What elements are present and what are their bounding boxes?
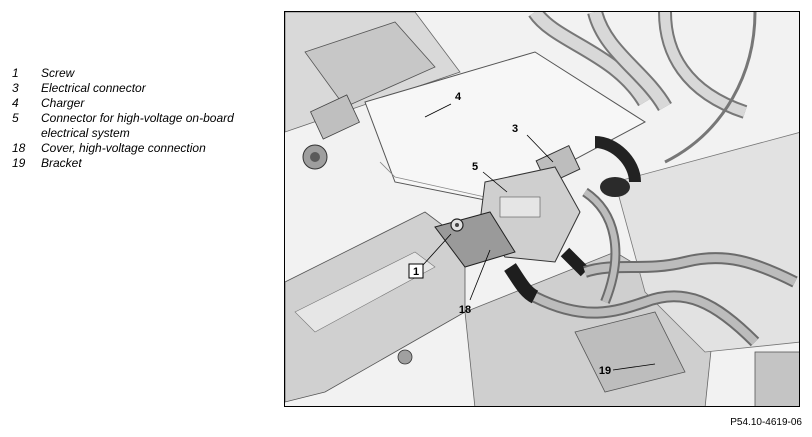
callout-1-box: [408, 263, 424, 279]
legend-item: 19 Bracket: [12, 156, 272, 171]
legend-number: 4: [12, 96, 19, 110]
callout-4: 4: [455, 91, 462, 103]
legend-item: 3 Electrical connector: [12, 81, 272, 96]
legend-number: 19: [12, 156, 26, 170]
legend-number: 5: [12, 111, 19, 125]
legend-number: 18: [12, 141, 26, 155]
coolant-pipe-2-fill: [589, 12, 671, 111]
leader-line-18: [469, 249, 491, 301]
leader-line-4: [424, 103, 452, 118]
legend-item: 1 Screw: [12, 66, 272, 81]
screw-1-head: [455, 223, 459, 227]
technical-illustration: 1 3 4 5 18 19: [284, 11, 800, 407]
hv-cable-plug-left: [504, 263, 539, 304]
figure-reference: P54.10-4619-06: [730, 417, 802, 428]
hv-connector-face: [499, 196, 541, 218]
legend-item: 4 Charger: [12, 96, 272, 111]
hv-cable-1-fill: [533, 292, 758, 345]
coolant-pipe-1-fill: [530, 12, 651, 106]
legend-label: Charger: [41, 96, 85, 110]
legend-item: 18 Cover, high-voltage connection: [12, 141, 272, 156]
small-connector-block: [310, 94, 360, 140]
legend-number: 3: [12, 81, 19, 95]
legend-number: 1: [12, 66, 19, 80]
leader-line-19: [612, 363, 656, 371]
legend-label: Cover, high-voltage connection: [41, 141, 206, 155]
illustration-canvas: 1 3 4 5 18 19: [285, 12, 799, 406]
leader-line-5: [482, 171, 508, 193]
terminal-bolt-center: [310, 152, 320, 162]
legend-label: Electrical connector: [41, 81, 146, 95]
hv-cable-plug-right: [560, 247, 590, 277]
bracket-19: [574, 311, 686, 393]
thin-line-pipe: [664, 12, 757, 164]
bracket-plate: [304, 21, 436, 108]
legend-label: Bracket: [41, 156, 82, 170]
leader-line-1: [422, 233, 452, 266]
connector-3-body: [600, 177, 630, 197]
legend-item: 5 Connector for high-voltage on-board el…: [12, 111, 272, 141]
callout-18: 18: [459, 304, 471, 316]
coolant-pipe-3-fill: [660, 12, 747, 117]
mounting-nut: [397, 349, 413, 365]
right-corner-bracket: [754, 351, 799, 406]
connector-3-plug: [594, 136, 641, 183]
hv-cable-3-fill: [583, 189, 619, 304]
leader-line-3: [526, 134, 554, 163]
callout-3: 3: [512, 123, 518, 135]
lower-left-rib: [294, 251, 436, 333]
callout-19: 19: [599, 365, 611, 377]
callout-5: 5: [472, 161, 478, 173]
legend: 1 Screw 3 Electrical connector 4 Charger…: [12, 66, 272, 171]
legend-label: Screw: [41, 66, 75, 80]
legend-label: Connector for high-voltage on-board elec…: [41, 111, 234, 140]
callout-1: 1: [413, 266, 419, 278]
